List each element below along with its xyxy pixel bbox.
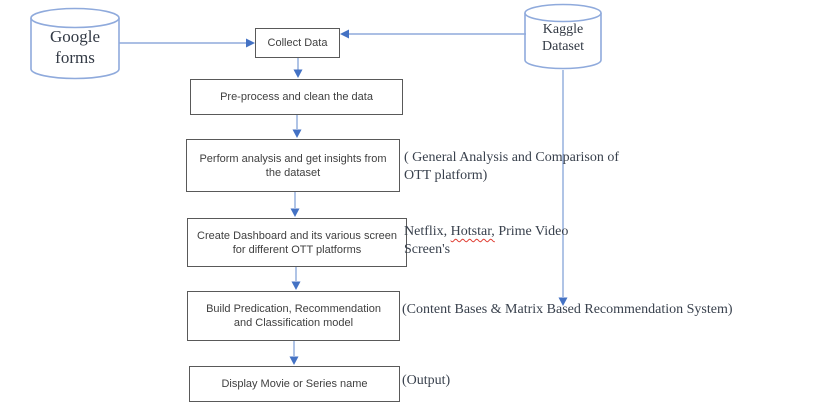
annotation-recommendation-system-text: (Content Bases & Matrix Based Recommenda…: [402, 302, 733, 317]
flow-box-model-label: Build Predication, Recommendation and Cl…: [206, 303, 381, 329]
flow-box-display: Display Movie or Series name: [189, 366, 400, 402]
flow-box-preprocess-label: Pre-process and clean the data: [220, 91, 373, 103]
arrowhead-into-model-note: [558, 297, 568, 306]
arrowhead-into-collect-right: [340, 29, 349, 39]
annotation-ott-screens: Netflix, Hotstar, Prime Video Screen's: [404, 223, 568, 259]
annotation-ott-screens-part2: Prime Video: [494, 224, 569, 239]
annotation-ott-screens-line2: Screen's: [404, 242, 451, 257]
flow-box-model: Build Predication, Recommendation and Cl…: [187, 291, 400, 341]
annotation-ott-screens-misspelled-word: Hotstar,: [450, 224, 495, 239]
connector-lines: [119, 33, 564, 356]
kaggle-dataset-label-line2: Dataset: [542, 39, 584, 54]
flow-box-analysis: Perform analysis and get insights from t…: [186, 139, 400, 192]
annotation-output: (Output): [402, 372, 450, 390]
database-cylinder-kaggle: [524, 3, 602, 70]
annotation-general-analysis: ( General Analysis and Comparison of OTT…: [404, 149, 619, 185]
google-forms-label: Google forms: [31, 26, 119, 68]
arrowhead-into-collect-left: [246, 38, 255, 48]
arrowhead-into-preprocess: [293, 69, 303, 78]
flow-box-display-label: Display Movie or Series name: [221, 378, 368, 390]
flow-box-collect-data: Collect Data: [255, 28, 340, 58]
kaggle-dataset-label: Kaggle Dataset: [525, 21, 601, 55]
database-cylinder-google-forms: [30, 7, 120, 80]
flow-box-dashboard: Create Dashboard and its various screen …: [187, 218, 407, 267]
flow-box-analysis-label: Perform analysis and get insights from t…: [199, 152, 387, 179]
arrowhead-into-analysis: [292, 129, 302, 138]
kaggle-dataset-label-line1: Kaggle: [542, 22, 584, 37]
arrowhead-into-display: [289, 356, 299, 365]
flow-box-collect-data-label: Collect Data: [267, 37, 328, 49]
flow-box-preprocess: Pre-process and clean the data: [190, 79, 403, 115]
flow-box-dashboard-label: Create Dashboard and its various screen …: [197, 229, 397, 256]
annotation-recommendation-system: (Content Bases & Matrix Based Recommenda…: [402, 301, 733, 319]
google-forms-label-line2: forms: [55, 48, 95, 67]
annotation-general-analysis-line1: ( General Analysis and Comparison of: [404, 150, 620, 165]
annotation-ott-screens-part1: Netflix,: [404, 224, 451, 239]
google-forms-label-line1: Google: [49, 27, 101, 46]
arrowheads: [246, 29, 568, 365]
arrowhead-into-dashboard: [290, 208, 300, 217]
annotation-output-text: (Output): [402, 373, 451, 388]
annotation-general-analysis-line2: OTT platform): [404, 168, 488, 183]
arrowhead-into-model: [291, 281, 301, 290]
